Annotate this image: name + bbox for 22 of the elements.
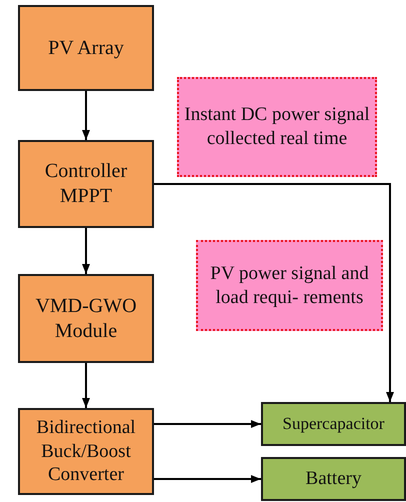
- process-box: [18, 274, 154, 363]
- arrow: [154, 475, 261, 483]
- node-label: Bidirectional Buck/Boost Converter: [35, 416, 137, 488]
- storage-box: [261, 457, 406, 501]
- arrow: [82, 363, 90, 408]
- arrow: [154, 420, 261, 428]
- storage-box: [261, 402, 406, 446]
- note-box: [177, 77, 377, 177]
- process-box: [18, 140, 154, 228]
- node-label: PV Array: [48, 36, 124, 60]
- node-label: PV power signal and load requi- rements: [209, 262, 370, 310]
- arrow: [82, 228, 90, 274]
- node-label: Supercapacitor: [282, 413, 384, 435]
- node-label: VMD-GWO Module: [34, 294, 138, 344]
- process-box: [18, 5, 154, 91]
- note-box: [196, 240, 383, 331]
- arrow: [82, 91, 90, 140]
- node-label: Controller MPPT: [44, 159, 128, 209]
- node-label: Battery: [306, 467, 362, 491]
- node-label: Instant DC power signal collected real time: [183, 103, 371, 151]
- arrow: [154, 183, 394, 402]
- process-box: [18, 408, 154, 495]
